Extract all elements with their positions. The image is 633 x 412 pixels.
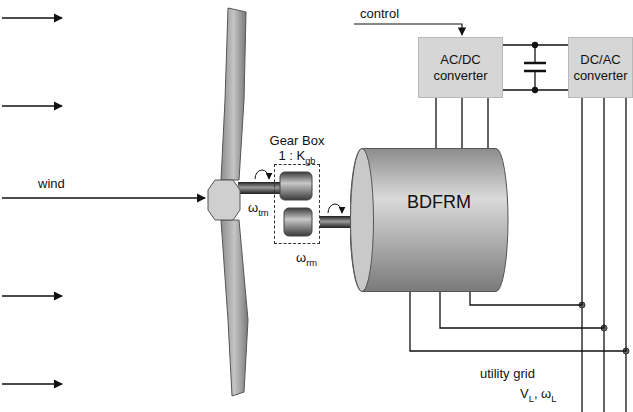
- signal-label: control: [360, 6, 399, 22]
- gear-wheel: [284, 208, 312, 236]
- rotation-arrow: [255, 170, 269, 179]
- rotation-arrow: [328, 204, 342, 213]
- text-part: control: [360, 6, 399, 21]
- gear-box: Gear Box1 : Kgb: [274, 164, 320, 244]
- text-part: ω: [248, 200, 258, 215]
- text-part: DC/AC converter: [573, 52, 627, 83]
- cylinder-outline: [350, 148, 510, 292]
- subscript: L: [551, 394, 556, 404]
- dc-link: [503, 45, 568, 90]
- speed-symbol: ωrm: [296, 250, 317, 266]
- text-part: AC/DC converter: [433, 52, 487, 83]
- converter-box: DC/AC converter: [568, 37, 633, 98]
- node-text: BDFRM: [407, 192, 471, 214]
- text-part: V: [520, 386, 529, 401]
- subscript: tm: [258, 208, 268, 218]
- node-text: 1 : Kgb: [245, 148, 349, 164]
- cylinder-body: [350, 149, 508, 292]
- rotor-shaft: [320, 216, 350, 228]
- wind-arrows: [2, 18, 205, 384]
- node-text: DC/AC converter: [572, 52, 629, 83]
- text-part: wind: [38, 176, 65, 191]
- control-signal-line: [354, 24, 462, 35]
- text-part: ω: [296, 250, 306, 265]
- speed-symbol: ωtm: [248, 200, 269, 216]
- gear-wheel: [280, 172, 312, 200]
- text-part: BDFRM: [407, 192, 471, 212]
- wind-label: wind: [38, 176, 65, 192]
- node-text: AC/DC converter: [422, 52, 499, 83]
- subscript: gb: [305, 156, 315, 166]
- capacitor-symbol: [524, 43, 546, 93]
- rotor-winding-wires: [436, 98, 488, 148]
- wind-arrow: [2, 197, 205, 198]
- turbine-hub: [208, 180, 240, 220]
- converter-box: AC/DC converter: [418, 37, 503, 98]
- wind-arrow: [2, 17, 62, 18]
- wind-arrow: [2, 105, 62, 106]
- wind-arrow: [2, 383, 62, 384]
- wind-arrow: [2, 295, 62, 296]
- text-part: 1 : K: [278, 148, 305, 163]
- box-heading: Gear Box1 : Kgb: [245, 133, 349, 164]
- text-part: Gear Box: [270, 133, 325, 148]
- machine-cylinder: BDFRM: [350, 148, 510, 292]
- turbine-blade: [221, 8, 246, 180]
- text-part: utility grid: [480, 366, 535, 381]
- grid-symbol: VL, ωL: [520, 386, 556, 402]
- turbine-blade: [221, 220, 248, 396]
- grid-label: utility grid: [480, 366, 535, 382]
- turbine-shaft: [238, 182, 282, 194]
- cylinder-face: [351, 149, 374, 292]
- node-text: Gear Box: [245, 133, 349, 149]
- subscript: L: [529, 394, 534, 404]
- text-part: , ω: [534, 386, 551, 401]
- subscript: rm: [306, 258, 317, 268]
